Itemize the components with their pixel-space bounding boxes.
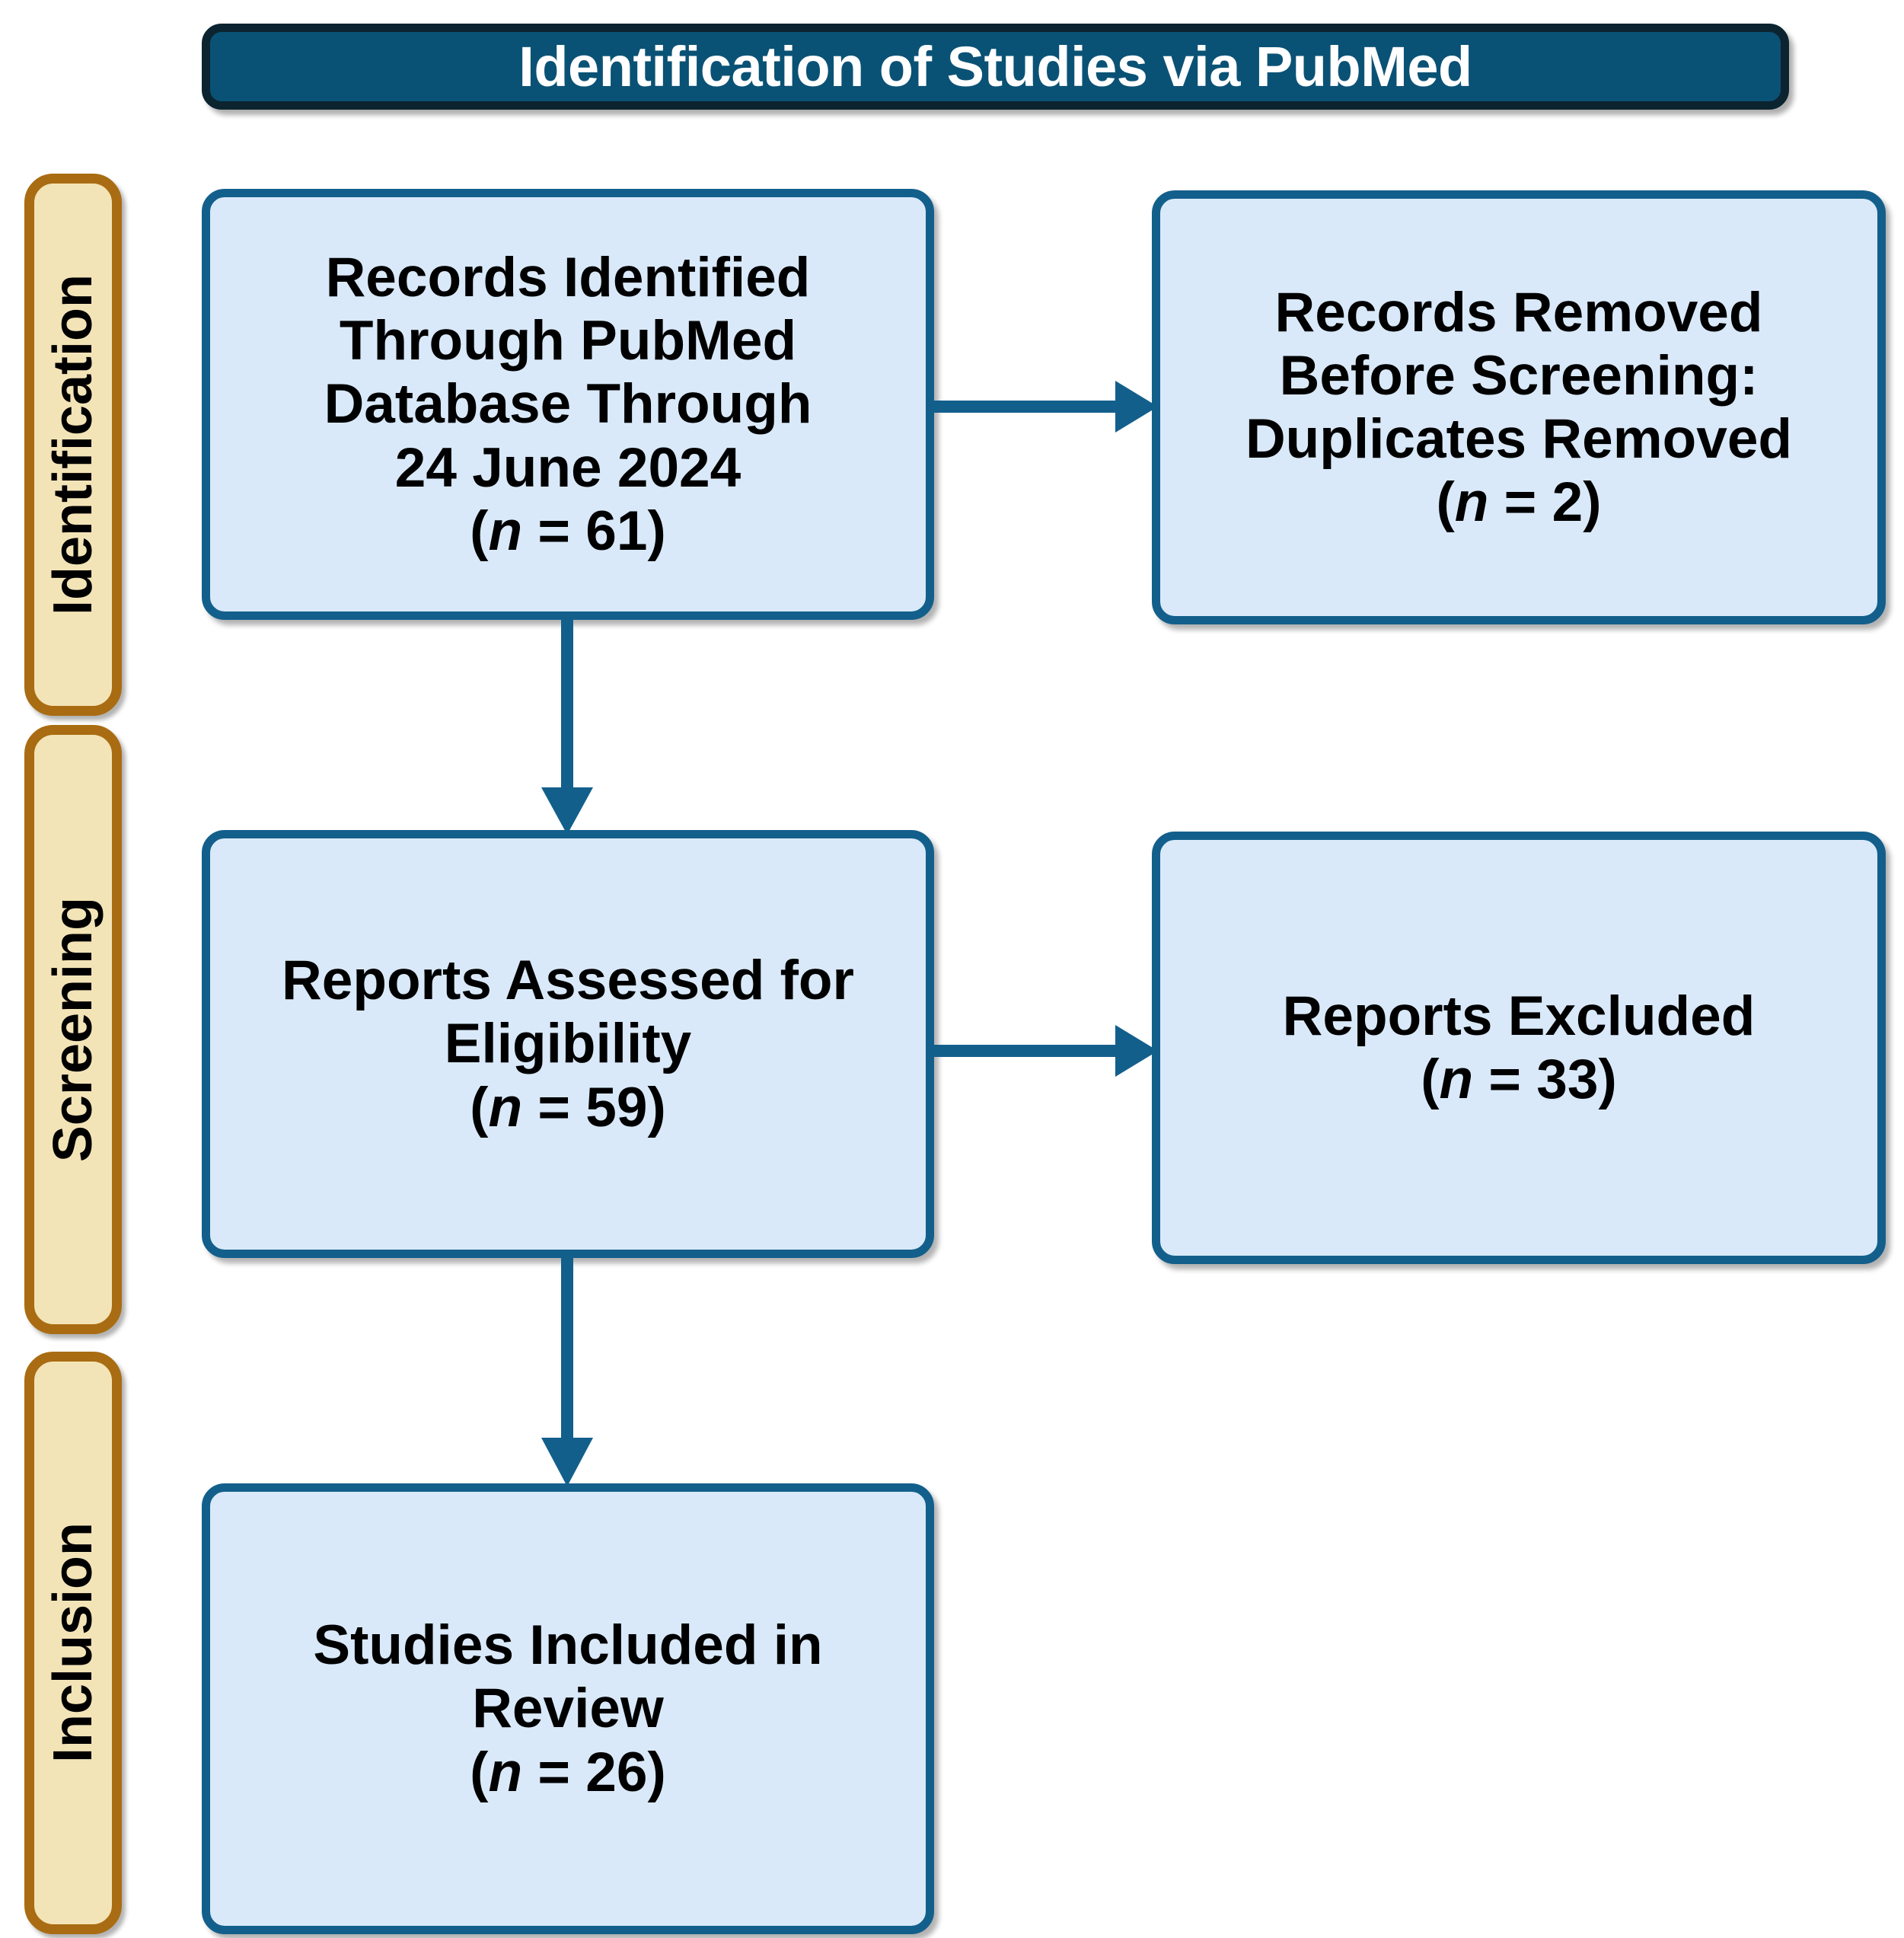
arrow-down-icon [525, 614, 609, 838]
text-line: Through PubMed [339, 310, 797, 372]
flow-box-records-removed: Records Removed Before Screening: Duplic… [1152, 190, 1886, 624]
sample-size-line: (n = 59) [470, 1076, 666, 1138]
text-line: Eligibility [444, 1013, 692, 1075]
sample-size-line: (n = 33) [1421, 1049, 1617, 1110]
sample-size-line: (n = 2) [1436, 471, 1602, 534]
stage-label-inclusion-text: Inclusion [43, 1522, 104, 1764]
text-line: Records Removed [1274, 281, 1763, 343]
text-line: Database Through [324, 373, 812, 436]
n-variable: n [1454, 471, 1489, 534]
diagram-title: Identification of Studies via PubMed [518, 34, 1472, 98]
flow-box-studies-included: Studies Included in Review (n = 26) [202, 1483, 934, 1934]
flow-box-records-removed-text: Records Removed Before Screening: Duplic… [1245, 281, 1792, 535]
text-line: 24 June 2024 [394, 436, 742, 499]
n-value: 59 [585, 1076, 648, 1138]
stage-label-identification: Identification [24, 174, 122, 716]
n-variable: n [488, 1741, 523, 1803]
text-line: Review [472, 1678, 664, 1740]
flow-box-records-identified: Records Identified Through PubMed Databa… [202, 189, 934, 620]
arrow-right-icon [925, 358, 1161, 455]
n-value: 61 [585, 500, 648, 562]
sample-size-line: (n = 61) [470, 500, 666, 562]
n-variable: n [488, 1076, 523, 1138]
n-value: 2 [1552, 471, 1583, 534]
text-line: Reports Assessed for [282, 950, 854, 1012]
flow-box-records-identified-text: Records Identified Through PubMed Databa… [324, 246, 812, 563]
stage-label-screening-text: Screening [43, 896, 104, 1163]
text-line: Reports Excluded [1282, 985, 1756, 1047]
stage-label-inclusion: Inclusion [24, 1352, 122, 1934]
text-line: Records Identified [325, 246, 811, 308]
text-line: Studies Included in [313, 1614, 823, 1677]
flow-box-reports-excluded: Reports Excluded (n = 33) [1152, 832, 1886, 1264]
n-value: 33 [1536, 1049, 1599, 1110]
n-variable: n [1439, 1049, 1474, 1110]
flow-box-reports-assessed-text: Reports Assessed for Eligibility (n = 59… [282, 949, 854, 1139]
diagram-header-banner: Identification of Studies via PubMed [202, 24, 1789, 110]
n-value: 26 [585, 1741, 648, 1803]
stage-label-identification-text: Identification [43, 274, 104, 615]
text-line: Before Screening: [1279, 344, 1759, 407]
text-line: Duplicates Removed [1245, 408, 1793, 470]
flow-box-studies-included-text: Studies Included in Review (n = 26) [313, 1614, 822, 1804]
stage-label-screening: Screening [24, 725, 122, 1334]
arrow-right-icon [925, 1002, 1161, 1100]
flow-box-reports-assessed: Reports Assessed for Eligibility (n = 59… [202, 830, 934, 1258]
flow-box-reports-excluded-text: Reports Excluded (n = 33) [1283, 985, 1756, 1111]
n-variable: n [488, 500, 523, 562]
arrow-down-icon [525, 1252, 609, 1489]
sample-size-line: (n = 26) [470, 1741, 666, 1803]
